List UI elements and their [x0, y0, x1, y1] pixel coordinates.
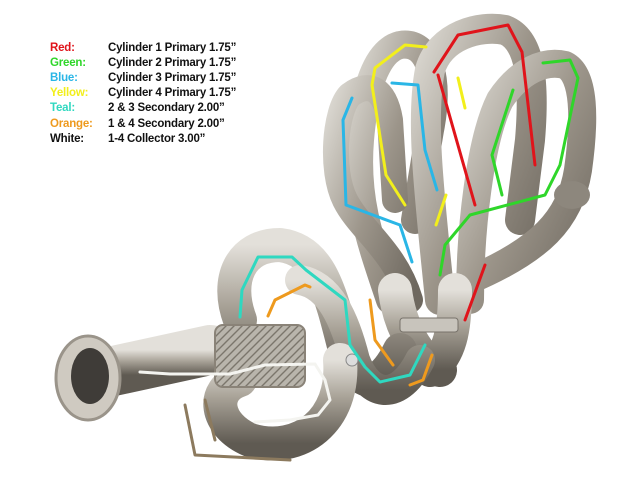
legend-row-blue: Blue: Cylinder 3 Primary 1.75”	[50, 70, 236, 85]
legend-key: Blue:	[50, 71, 78, 84]
color-legend: Red: Cylinder 1 Primary 1.75” Green: Cyl…	[50, 40, 236, 146]
legend-key: Teal:	[50, 102, 75, 115]
legend-row-yellow: Yellow: Cylinder 4 Primary 1.75”	[50, 86, 236, 101]
legend-value: 1 & 4 Secondary 2.00”	[108, 117, 225, 130]
legend-value: Cylinder 2 Primary 1.75”	[108, 56, 237, 69]
legend-row-white: White: 1-4 Collector 3.00”	[50, 131, 236, 146]
legend-value: Cylinder 3 Primary 1.75”	[108, 71, 237, 84]
yellow-trace	[370, 43, 467, 227]
legend-row-orange: Orange: 1 & 4 Secondary 2.00”	[50, 116, 236, 131]
pipes	[54, 13, 597, 462]
orange-trace	[266, 283, 434, 387]
legend-value: Cylinder 4 Primary 1.75”	[108, 87, 237, 100]
trace-lines	[138, 23, 580, 424]
legend-key: White:	[50, 132, 84, 145]
legend-row-red: Red: Cylinder 1 Primary 1.75”	[50, 40, 236, 55]
legend-key: Green:	[50, 56, 86, 69]
legend-key: Orange:	[50, 117, 93, 130]
legend-value: 2 & 3 Secondary 2.00”	[108, 102, 225, 115]
blue-trace	[341, 81, 439, 264]
white-trace	[138, 362, 332, 424]
red-trace	[432, 23, 537, 322]
legend-key: Yellow:	[50, 87, 89, 100]
teal-trace	[238, 255, 427, 384]
legend-key: Red:	[50, 41, 75, 54]
legend-value: 1-4 Collector 3.00”	[108, 132, 206, 145]
green-trace	[438, 58, 580, 277]
legend-value: Cylinder 1 Primary 1.75”	[108, 41, 237, 54]
legend-row-green: Green: Cylinder 2 Primary 1.75”	[50, 55, 236, 70]
legend-row-teal: Teal: 2 & 3 Secondary 2.00”	[50, 101, 236, 116]
